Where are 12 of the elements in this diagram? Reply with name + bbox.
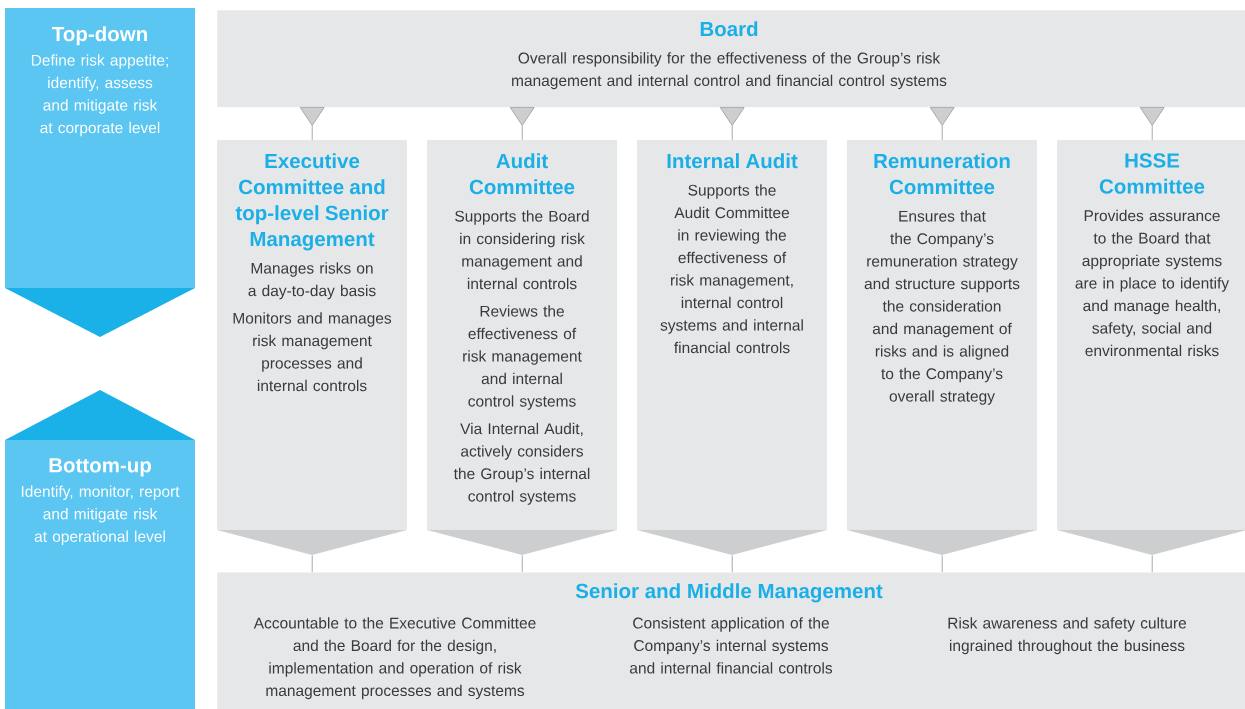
arrow	[929, 106, 955, 141]
arrow	[299, 106, 325, 141]
committee-box: HSSE Committee Provides assurance to the Board that appropriate systems are in place to identify and manage health, safety, social and environmental risks	[1057, 140, 1245, 555]
arrow	[719, 106, 745, 141]
committee-box: Remuneration Committee Ensures that the Company’s remuneration strategy and structure supports the consideration and management of risks and is aligned to the Company’s overall strategy	[847, 140, 1037, 555]
committee-box: Executive Committee and top-level Senior Management Manages risks on a day-to-day basis Monitors and manages risk management processes and internal controls	[217, 140, 407, 555]
committee-box: Internal Audit Supports the Audit Committee in reviewing the effectiveness of risk management, internal control systems and internal financial controls	[637, 140, 827, 555]
management-box: Board Overall responsibility for the effectiveness of the Group’s risk management and internal control and financial control systems	[217, 10, 1245, 108]
arrow	[509, 106, 535, 141]
committee-box: Audit Committee Supports the Board in considering risk management and internal controls Reviews the effectiveness of risk management and internal control systems Via Internal Audit, actively considers the Group’s internal control systems	[427, 140, 617, 555]
management-box: Senior and Middle Management Accountable to the Executive Committee and the Board for the design, implementation and operation of risk management processes and systems Consistent application of the Company’s internal systems and internal financial controls Risk awareness and safety culture ingrained throughout the business	[217, 572, 1245, 709]
arrow	[1139, 106, 1165, 141]
